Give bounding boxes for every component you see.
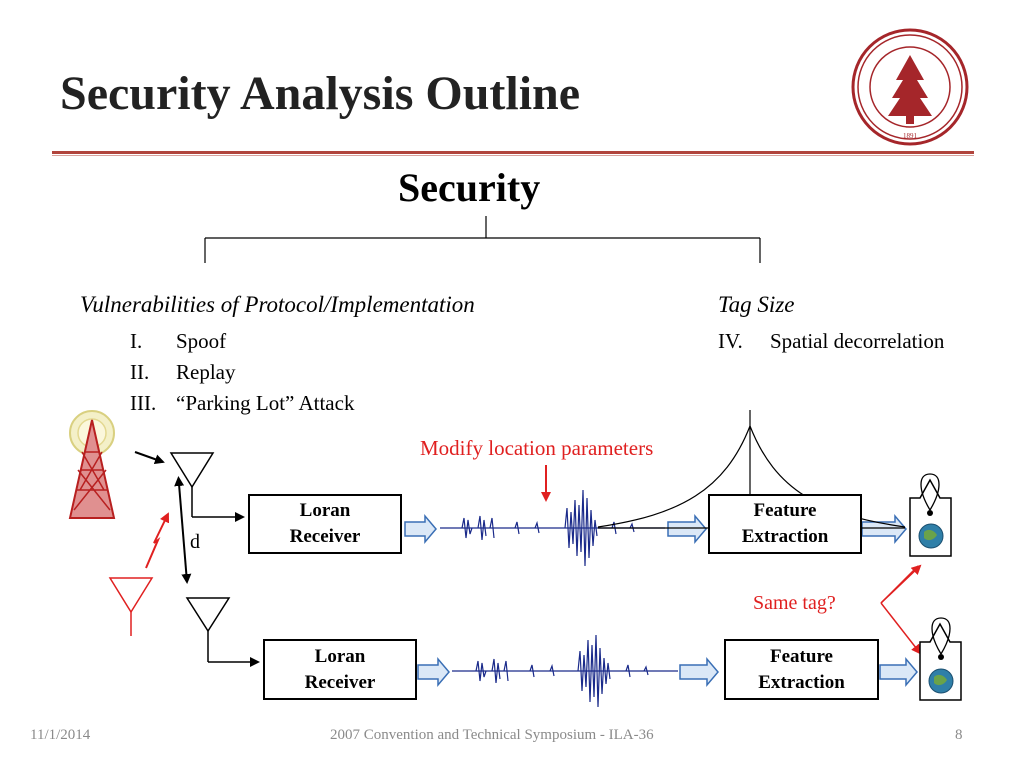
location-tag-top-icon <box>909 473 952 557</box>
list-item: IV.Spatial decorrelation <box>718 329 945 353</box>
same-tag-arrows <box>880 564 922 655</box>
signal-waveform-bottom <box>452 634 678 708</box>
loran-receiver-top-box: Loran Receiver <box>248 494 402 554</box>
list-item: I.Spoof <box>130 329 227 353</box>
distance-label: d <box>190 531 200 553</box>
footer-date: 11/1/2014 <box>30 727 91 743</box>
feature-extraction-top-box: Feature Extraction <box>708 494 862 554</box>
university-seal-logo: 1891 <box>851 28 969 146</box>
tag-size-heading: Tag Size <box>718 292 795 317</box>
attacker-antenna-icon <box>108 577 154 636</box>
vulnerabilities-heading: Vulnerabilities of Protocol/Implementati… <box>80 292 475 317</box>
tag-size-list: IV.Spatial decorrelation <box>718 326 944 357</box>
footer-page-number: 8 <box>955 727 963 743</box>
title-divider-thin <box>52 155 974 156</box>
loran-receiver-bottom-box: Loran Receiver <box>263 639 417 700</box>
antenna-bottom-icon <box>185 597 231 662</box>
security-heading: Security <box>398 165 541 210</box>
modify-location-label: Modify location parameters <box>420 436 654 460</box>
distance-arrow <box>174 476 192 584</box>
signal-waveform-top <box>440 489 665 567</box>
list-item: II.Replay <box>130 360 236 384</box>
slide-title: Security Analysis Outline <box>60 67 581 120</box>
broadcast-arrow <box>134 451 165 465</box>
footer-conference: 2007 Convention and Technical Symposium … <box>330 727 654 743</box>
bracket-connector <box>204 216 761 263</box>
vulnerabilities-list: I.Spoof II.Replay III.“Parking Lot” Atta… <box>130 326 354 419</box>
transmitter-tower-icon <box>68 410 116 519</box>
attack-signal-arrow <box>145 512 170 569</box>
svg-text:1891: 1891 <box>903 132 918 140</box>
feature-extraction-bottom-box: Feature Extraction <box>724 639 879 700</box>
location-tag-bottom-icon <box>919 617 962 701</box>
title-divider <box>52 151 974 154</box>
antenna-top-icon <box>169 452 215 517</box>
same-tag-label: Same tag? <box>753 592 836 614</box>
list-item: III.“Parking Lot” Attack <box>130 391 355 415</box>
